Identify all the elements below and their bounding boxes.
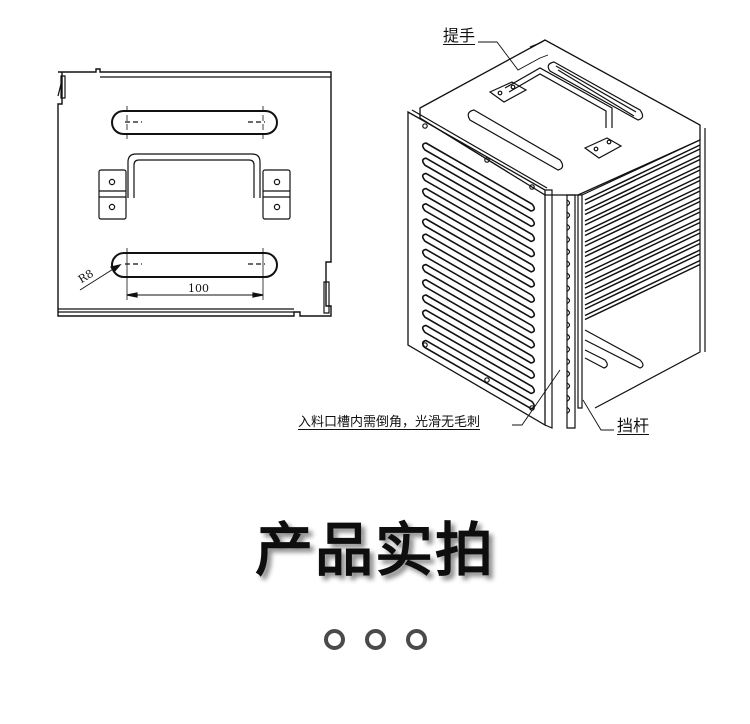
vent-slot bbox=[421, 187, 536, 258]
rail-notch bbox=[566, 272, 571, 280]
rack-rail bbox=[584, 207, 701, 268]
pager-dot[interactable] bbox=[364, 629, 386, 650]
rack-rail bbox=[584, 144, 701, 205]
rail-notch bbox=[566, 199, 571, 207]
vent-slot bbox=[421, 233, 536, 304]
handle-leader bbox=[478, 41, 549, 71]
rail-notch bbox=[566, 248, 571, 256]
rack-rail bbox=[584, 186, 701, 247]
pager-dot[interactable] bbox=[405, 629, 427, 650]
rail-notch bbox=[566, 382, 571, 390]
rack-rail bbox=[584, 228, 701, 289]
bottom-slot bbox=[111, 252, 278, 278]
rail-notch bbox=[566, 260, 571, 268]
top-slot bbox=[111, 110, 278, 135]
rail-notch bbox=[566, 406, 571, 414]
vent-slot bbox=[421, 218, 536, 288]
vent-slot bbox=[421, 248, 536, 319]
slot-note-leader bbox=[512, 369, 561, 426]
stop-bar-leader bbox=[582, 399, 614, 431]
rail-notch bbox=[566, 321, 571, 329]
rack-rail bbox=[584, 249, 701, 310]
rail-notch bbox=[566, 284, 571, 292]
vent-slot bbox=[421, 309, 536, 380]
rack-rail bbox=[584, 259, 701, 321]
pager-dot[interactable] bbox=[323, 629, 345, 650]
section-title: 产品实拍 bbox=[254, 516, 495, 584]
stop-bar-label: 挡杆 bbox=[617, 416, 650, 435]
rack-rail bbox=[584, 217, 701, 279]
rack-rail bbox=[584, 175, 701, 237]
rail-notch bbox=[566, 297, 571, 305]
rack-rail bbox=[584, 165, 701, 226]
isometric-view bbox=[407, 39, 706, 431]
vent-slots bbox=[421, 142, 536, 410]
technical-drawing bbox=[57, 39, 706, 431]
vent-slot bbox=[421, 294, 536, 364]
vent-slot bbox=[421, 339, 536, 410]
rack-slots bbox=[566, 144, 701, 414]
rail-notch bbox=[566, 370, 571, 378]
rack-rail bbox=[584, 196, 701, 258]
rack-rail bbox=[584, 154, 701, 216]
rail-notch bbox=[566, 358, 571, 366]
vent-slot bbox=[421, 278, 536, 349]
rail-notch bbox=[566, 223, 571, 231]
pager-dots bbox=[0, 629, 750, 650]
rail-notch bbox=[566, 333, 571, 341]
vent-slot bbox=[421, 202, 536, 273]
rail-notch bbox=[566, 309, 571, 317]
slot-note-label: 入料口槽内需倒角，光滑无毛刺 bbox=[298, 415, 481, 430]
top-view bbox=[57, 68, 332, 317]
rail-notch bbox=[566, 394, 571, 402]
handle-top-view bbox=[98, 153, 291, 220]
vent-slot bbox=[421, 172, 536, 243]
vent-slot bbox=[421, 263, 536, 334]
rail-notch bbox=[566, 211, 571, 219]
handle-label: 提手 bbox=[443, 26, 476, 45]
vent-slot bbox=[421, 324, 536, 395]
rail-notch bbox=[566, 345, 571, 353]
rack-rail bbox=[584, 238, 701, 300]
slot-length-dimension: 100 bbox=[188, 282, 209, 295]
vent-slot bbox=[421, 157, 536, 228]
rail-notch bbox=[566, 236, 571, 244]
vent-slot bbox=[421, 142, 536, 212]
